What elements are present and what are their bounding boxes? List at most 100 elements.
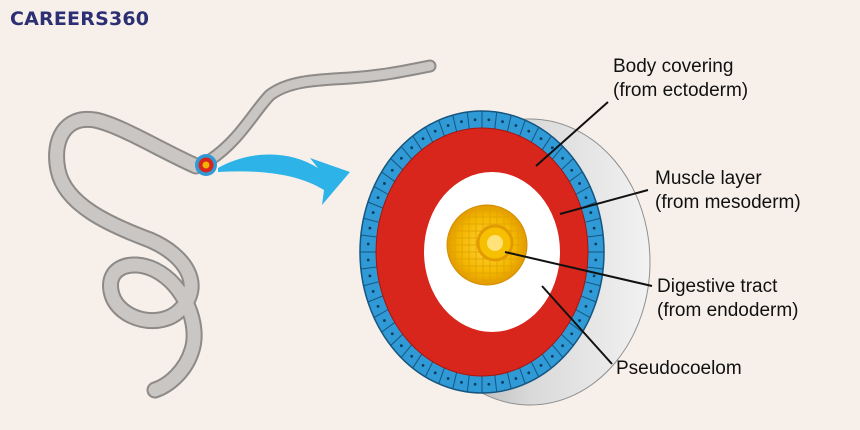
ectoderm-cell-nucleus — [421, 363, 425, 367]
label-line: (from mesoderm) — [655, 192, 801, 213]
ectoderm-cell-nucleus — [589, 290, 593, 293]
ectoderm-cell-nucleus — [473, 118, 477, 122]
ectoderm-cell-nucleus — [527, 129, 531, 133]
ectoderm-cell-nucleus — [570, 332, 574, 336]
ectoderm-cell-wall — [584, 217, 601, 223]
ectoderm-cell-nucleus — [514, 124, 518, 127]
ectoderm-cell-wall — [424, 361, 434, 378]
ectoderm-cell-wall — [530, 126, 540, 143]
digestive-tract — [446, 204, 528, 286]
ectoderm-cell-wall — [560, 333, 574, 346]
magnify-arrow-icon — [218, 154, 350, 205]
ectoderm-cell-nucleus — [539, 363, 543, 367]
ectoderm-cell-nucleus — [539, 137, 543, 141]
ectoderm-cell-nucleus — [399, 156, 403, 160]
ectoderm-cell-nucleus — [487, 382, 491, 386]
label-muscle-layer: Muscle layer (from mesoderm) — [655, 167, 801, 215]
ectoderm-cell-wall — [367, 295, 384, 303]
ectoderm-cell-nucleus — [501, 120, 504, 124]
careers360-logo: CAREERS360 — [10, 8, 149, 30]
ectoderm-cell-wall — [452, 372, 458, 390]
ectoderm-cell-wall — [360, 234, 377, 238]
ectoderm-cell-wall — [541, 353, 552, 369]
ectoderm-cell-wall — [568, 171, 583, 182]
ectoderm-cell-nucleus — [376, 196, 380, 200]
ectoderm-cell-wall — [506, 114, 512, 132]
ectoderm-cell-wall — [373, 309, 389, 318]
ectoderm-cell-wall — [519, 119, 526, 137]
label-pseudocoelom: Pseudocoelom — [616, 357, 742, 381]
ectoderm-cell-nucleus — [433, 371, 437, 375]
label-line: Pseudocoelom — [616, 358, 742, 379]
ectoderm-cell-wall — [560, 158, 574, 171]
ectoderm-cell-nucleus — [594, 242, 598, 246]
ectoderm-cell-wall — [575, 186, 591, 195]
ectoderm-cell-wall — [438, 367, 445, 385]
ectoderm-cell-nucleus — [446, 377, 450, 380]
label-line: (from ectoderm) — [613, 80, 749, 101]
ectoderm-cell-wall — [381, 171, 396, 182]
ectoderm-cell-nucleus — [399, 344, 403, 348]
ectoderm-cell-wall — [360, 266, 377, 270]
ectoderm-cell-nucleus — [578, 319, 581, 322]
ectoderm-cell-nucleus — [584, 196, 588, 200]
ectoderm-cell-wall — [551, 344, 564, 358]
cross-section-disc — [359, 110, 651, 406]
ectoderm-cell-wall — [424, 126, 434, 143]
ectoderm-cell-nucleus — [446, 124, 450, 127]
label-digestive-tract: Digestive tract (from endoderm) — [657, 275, 799, 323]
nematode-worm — [48, 59, 437, 399]
ectoderm-cell-nucleus — [561, 344, 565, 348]
label-line: Digestive tract — [657, 276, 778, 297]
ectoderm-cell-wall — [390, 158, 404, 171]
ectoderm-cell-wall — [506, 372, 512, 390]
ectoderm-cell-wall — [400, 146, 413, 160]
ectoderm-cell-wall — [363, 281, 380, 287]
ectoderm-cell-wall — [580, 295, 597, 303]
ectoderm-cell-nucleus — [514, 377, 518, 380]
ectoderm-cell-wall — [438, 119, 445, 137]
ectoderm-cell-wall — [587, 234, 604, 238]
ectoderm-cell-wall — [494, 375, 498, 393]
ectoderm-cell-nucleus — [594, 258, 598, 262]
ectoderm-cell-wall — [568, 322, 583, 333]
ectoderm-cell-nucleus — [550, 146, 554, 150]
ectoderm-cell-nucleus — [550, 354, 554, 358]
ectoderm-cell-wall — [519, 367, 526, 385]
ectoderm-cell-nucleus — [368, 274, 372, 278]
label-line: Muscle layer — [655, 168, 762, 189]
ectoderm-cell-nucleus — [433, 129, 437, 133]
ectoderm-cell-nucleus — [460, 380, 463, 384]
ectoderm-cell-nucleus — [371, 211, 375, 214]
leader-line-body-covering — [535, 101, 609, 167]
label-body-covering: Body covering (from ectoderm) — [613, 55, 748, 103]
ectoderm-cell-nucleus — [570, 168, 574, 172]
ectoderm-cell-nucleus — [473, 382, 477, 386]
ectoderm-cell-wall — [494, 111, 498, 129]
ectoderm-cell-wall — [452, 114, 458, 132]
ectoderm-cell-nucleus — [561, 156, 565, 160]
leader-line-muscle-layer — [559, 189, 649, 215]
label-line: (from endoderm) — [657, 300, 799, 321]
ectoderm-cell-wall — [412, 135, 423, 151]
ectoderm-cell-wall — [400, 344, 413, 358]
ectoderm-cell-nucleus — [366, 242, 370, 246]
ectoderm-cell-nucleus — [366, 258, 370, 262]
ectoderm-cell-nucleus — [460, 120, 463, 124]
ectoderm-cell-nucleus — [383, 182, 386, 185]
ectoderm-cell-wall — [530, 361, 540, 378]
ectoderm-cell-nucleus — [376, 304, 380, 308]
ectoderm-cell-wall — [587, 266, 604, 270]
ectoderm-cell-nucleus — [410, 146, 414, 150]
ectoderm-cell-wall — [363, 217, 380, 223]
ectoderm-cell-nucleus — [390, 332, 394, 336]
ectoderm-cell-wall — [367, 201, 384, 209]
ectoderm-cell-wall — [466, 111, 470, 129]
ectoderm-cell-nucleus — [578, 182, 581, 185]
leader-line-pseudocoelom — [541, 285, 613, 365]
ectoderm-cell-wall — [390, 333, 404, 346]
ectoderm-cell-wall — [584, 281, 601, 287]
ectoderm-cell-nucleus — [371, 290, 375, 293]
ectoderm-cell-nucleus — [589, 211, 593, 214]
